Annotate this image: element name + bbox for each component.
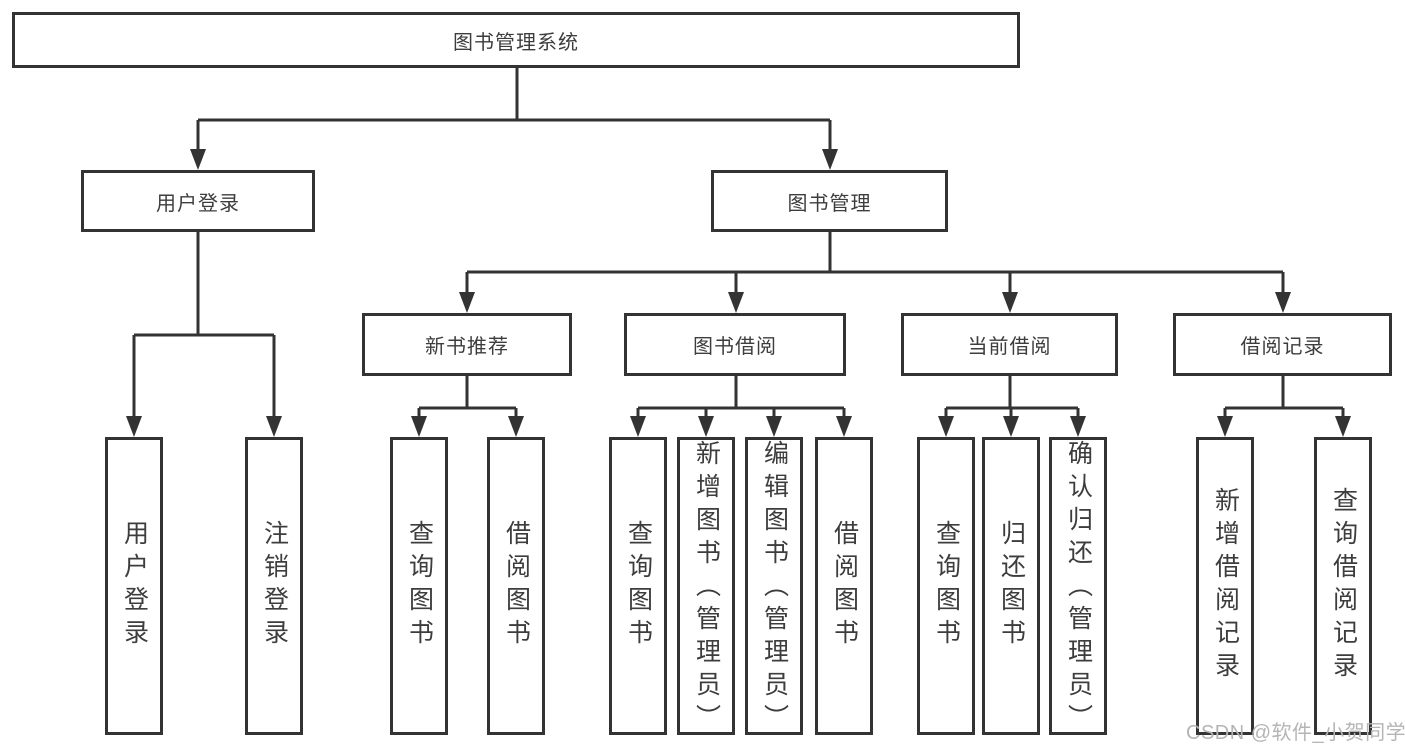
node-leaf-query-books-rec: 查询图书 [390, 437, 448, 735]
arrow-down-icon [1217, 416, 1233, 437]
node-leaf-edit-books-admin: 编辑图书（管理员） [745, 437, 803, 737]
node-borrow-records: 借阅记录 [1173, 313, 1392, 376]
node-book-borrow: 图书借阅 [624, 313, 846, 376]
arrow-down-icon [1070, 416, 1086, 437]
node-label: 编辑图书（管理员） [760, 440, 789, 737]
arrowheads [126, 149, 1351, 437]
node-book-mgmt-branch: 图书管理 [711, 170, 948, 232]
node-leaf-borrow-books-rec: 借阅图书 [487, 437, 545, 735]
node-label: 归还图书 [997, 520, 1026, 652]
arrow-down-icon [836, 416, 852, 437]
node-label: 查询图书 [624, 520, 653, 652]
arrow-down-icon [508, 416, 524, 437]
node-root-label: 图书管理系统 [453, 31, 579, 54]
node-root: 图书管理系统 [12, 12, 1020, 68]
node-label: 用户登录 [156, 192, 240, 215]
arrow-down-icon [1003, 416, 1019, 437]
node-label: 注销登录 [260, 520, 289, 652]
connector-user-login-branch [132, 232, 276, 421]
node-label: 查询图书 [932, 520, 961, 652]
arrow-down-icon [1275, 292, 1291, 313]
node-label: 新书推荐 [425, 336, 509, 358]
node-label: 查询借阅记录 [1329, 487, 1358, 685]
connector-book-mgmt-to-level3 [465, 232, 1285, 296]
arrow-down-icon [266, 416, 282, 437]
node-leaf-query-books-current: 查询图书 [917, 437, 975, 735]
node-label: 借阅图书 [502, 520, 531, 652]
connector-new-book-rec-branch [417, 376, 518, 421]
connector-root-to-level2 [196, 68, 832, 153]
node-leaf-add-borrow-record: 新增借阅记录 [1196, 437, 1254, 735]
arrow-down-icon [1335, 416, 1351, 437]
node-leaf-return-books: 归还图书 [982, 437, 1040, 735]
node-label: 当前借阅 [967, 336, 1052, 358]
node-label: 借阅记录 [1240, 336, 1325, 358]
arrow-down-icon [190, 149, 206, 170]
connector-book-borrow-branch [636, 376, 846, 421]
csdn-watermark: CSDN @软件_小贺同学 [1186, 722, 1405, 744]
node-user-login-branch: 用户登录 [81, 170, 315, 232]
arrow-down-icon [411, 416, 427, 437]
node-leaf-query-books-borrow: 查询图书 [609, 437, 667, 735]
node-leaf-logout: 注销登录 [245, 437, 303, 735]
node-new-book-rec: 新书推荐 [362, 313, 572, 376]
arrow-down-icon [728, 292, 744, 313]
node-label: 用户登录 [120, 520, 149, 652]
node-label: 新增图书（管理员） [692, 440, 721, 737]
arrow-down-icon [126, 416, 142, 437]
node-label: 借阅图书 [830, 520, 859, 652]
node-label: 确认归还（管理员） [1064, 440, 1093, 737]
arrow-down-icon [1002, 292, 1018, 313]
arrow-down-icon [459, 292, 475, 313]
node-label: 新增借阅记录 [1211, 487, 1240, 685]
node-leaf-confirm-return-admin: 确认归还（管理员） [1049, 437, 1107, 737]
arrow-down-icon [698, 416, 714, 437]
connector-current-borrow-branch [944, 376, 1080, 421]
node-label: 图书借阅 [693, 336, 777, 358]
node-leaf-user-login: 用户登录 [105, 437, 163, 735]
node-leaf-borrow-books: 借阅图书 [815, 437, 873, 735]
arrow-down-icon [630, 416, 646, 437]
node-leaf-add-books-admin: 新增图书（管理员） [677, 437, 735, 737]
arrow-down-icon [938, 416, 954, 437]
node-leaf-query-borrow-record: 查询借阅记录 [1314, 437, 1372, 735]
arrow-down-icon [822, 149, 838, 170]
node-label: 查询图书 [405, 520, 434, 652]
node-current-borrow: 当前借阅 [901, 313, 1118, 376]
connector-borrow-records-branch [1223, 376, 1345, 421]
node-label: 图书管理 [787, 192, 872, 215]
connector-paths [132, 68, 1345, 421]
arrow-down-icon [766, 416, 782, 437]
